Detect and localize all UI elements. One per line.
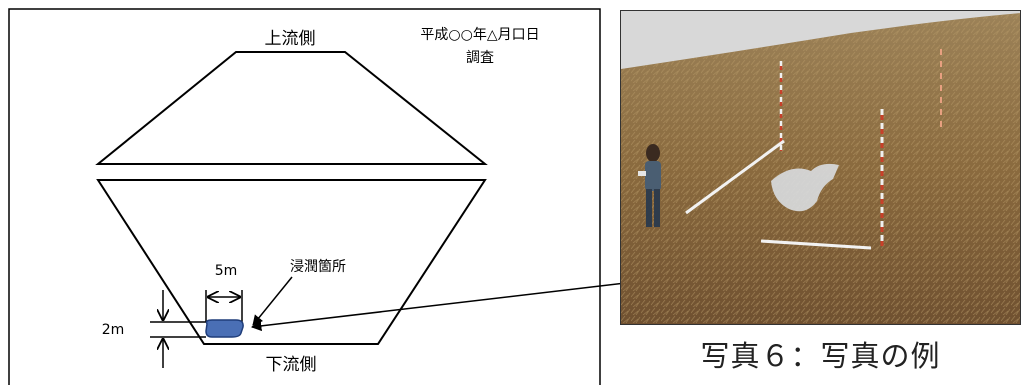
- survey-label: 調査: [466, 50, 494, 66]
- grass-slope-photo-image: [621, 11, 1020, 324]
- diagram-frame: [8, 8, 601, 385]
- photo-caption: 写真６：写真の例: [700, 339, 941, 373]
- width-dimension-label: 5m: [215, 263, 238, 279]
- seepage-patch: [771, 163, 839, 212]
- downstream-label: 下流側: [266, 355, 317, 375]
- survey-date: 平成○○年△月口日: [420, 27, 539, 43]
- photo-leader-arrow: [250, 277, 669, 332]
- upstream-slope-shape: [95, 51, 488, 165]
- downstream-slope-shape: [96, 179, 487, 345]
- height-dimension-label: 2m: [102, 322, 125, 338]
- seepage-label: 浸潤箇所: [290, 258, 346, 275]
- seepage-area: [205, 319, 244, 338]
- measuring-tape-bottom: [760, 239, 872, 250]
- seepage-label-arrow: [252, 276, 293, 326]
- upstream-label: 上流側: [265, 29, 316, 49]
- field-photo: [620, 10, 1021, 325]
- measuring-tape-diagonal: [685, 139, 785, 215]
- surveyor-person: [638, 144, 661, 227]
